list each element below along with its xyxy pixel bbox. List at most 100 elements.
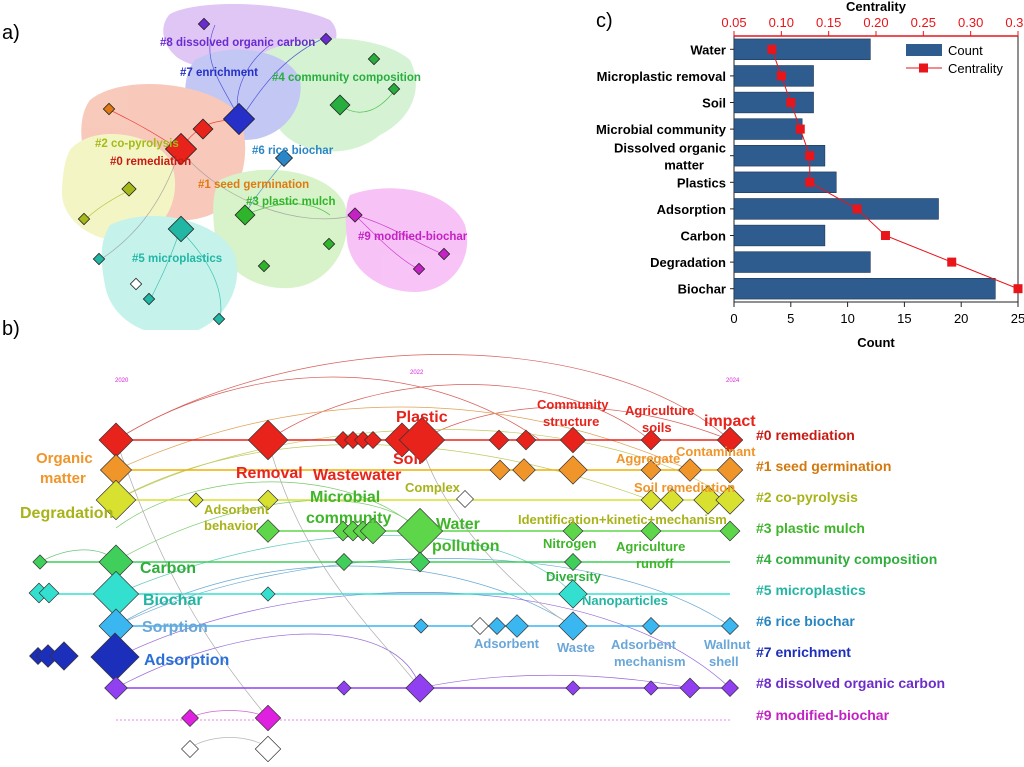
keyword-soil: Soil bbox=[393, 451, 422, 468]
x-tick-label: 25 bbox=[1011, 311, 1024, 326]
network-node bbox=[412, 262, 426, 276]
node-r0 bbox=[344, 431, 362, 449]
network-node bbox=[167, 215, 195, 243]
x2-tick-label: 0.20 bbox=[863, 15, 888, 30]
x2-tick-label: 0.15 bbox=[816, 15, 841, 30]
network-node bbox=[437, 247, 451, 261]
row-label-1: #1 seed germination bbox=[756, 458, 891, 474]
bar-microbial-community bbox=[733, 118, 803, 140]
node-r8 bbox=[721, 679, 739, 697]
edge bbox=[244, 203, 331, 216]
arc bbox=[267, 384, 651, 441]
keyword-community: Community bbox=[537, 397, 609, 412]
cluster-blob-3 bbox=[213, 169, 348, 289]
cluster-blob-0 bbox=[81, 83, 246, 221]
node-r0 bbox=[334, 431, 352, 449]
node-impact bbox=[716, 426, 744, 454]
centrality-line bbox=[771, 49, 1019, 290]
node-dissolved-organic-carbon bbox=[104, 676, 128, 700]
keyword-aggregate: Aggregate bbox=[616, 451, 680, 466]
x-tick-label: 15 bbox=[897, 311, 911, 326]
category-label: matter bbox=[664, 158, 704, 173]
node-biochar bbox=[92, 570, 140, 618]
edge bbox=[209, 24, 241, 121]
centrality-point-3 bbox=[795, 124, 805, 134]
network-node bbox=[322, 237, 336, 251]
node-r1 bbox=[640, 459, 662, 481]
node-complex bbox=[456, 490, 474, 508]
cluster-label-8: #8 dissolved organic carbon bbox=[160, 37, 315, 49]
centrality-point-2 bbox=[786, 98, 796, 107]
keyword-community: community bbox=[306, 510, 391, 527]
cluster-label-2: #2 co-pyrolysis bbox=[95, 138, 179, 150]
keyword-mechanism: mechanism bbox=[614, 654, 686, 669]
bar-biochar bbox=[733, 278, 996, 300]
cluster-label-6: #6 rice biochar bbox=[252, 145, 334, 157]
node-r3 bbox=[256, 519, 280, 543]
keyword-plastic: Plastic bbox=[396, 409, 448, 426]
row-label-7: #7 enrichment bbox=[756, 644, 851, 660]
timeline-panel: b) 2020 2022 2024 bbox=[0, 316, 1024, 763]
year-label-2020: 2020 bbox=[115, 378, 129, 384]
x-tick-label: 5 bbox=[787, 311, 794, 326]
keyword-water: Water bbox=[436, 516, 480, 533]
arc bbox=[115, 439, 269, 719]
cluster-label-7: #7 enrichment bbox=[180, 67, 258, 79]
arc bbox=[189, 737, 269, 749]
network-node bbox=[387, 82, 401, 96]
node-r4 bbox=[409, 551, 431, 573]
cluster-label-1: #1 seed germination bbox=[198, 179, 309, 191]
year-label-2022: 2022 bbox=[410, 370, 424, 376]
network-node bbox=[192, 118, 214, 140]
row-label-9: #9 modified-biochar bbox=[756, 707, 890, 723]
category-label: Dissolved organic bbox=[614, 141, 726, 156]
centrality-point-1 bbox=[776, 71, 786, 81]
node-degradation bbox=[95, 479, 137, 521]
category-label: Soil bbox=[702, 96, 726, 111]
keyword-microbial: Microbial bbox=[310, 489, 380, 506]
edge bbox=[354, 214, 421, 271]
node-diversity bbox=[564, 553, 582, 571]
x2-axis-title: Centrality bbox=[846, 0, 907, 14]
keyword-organic: Organic bbox=[36, 450, 93, 467]
network-node bbox=[319, 32, 333, 46]
keyword-sorption: Sorption bbox=[142, 619, 208, 636]
arc bbox=[115, 429, 731, 501]
x2-tick-label: 0.35 bbox=[1005, 15, 1024, 30]
keyword-soils: soils bbox=[642, 420, 672, 435]
cluster-blob-4 bbox=[251, 38, 416, 152]
keyword-identification: Identification+kinetic+mechanism bbox=[518, 512, 727, 527]
node-r8 bbox=[336, 680, 352, 696]
keyword-shell: shell bbox=[709, 654, 739, 669]
keyword-soil-remediation: Soil remediation bbox=[634, 480, 735, 495]
node-nitrogen bbox=[562, 520, 584, 542]
cluster-blob-2 bbox=[61, 133, 176, 241]
cluster-label-9: #9 modified-biochar bbox=[358, 231, 468, 243]
centrality-point-6 bbox=[852, 204, 862, 214]
legend-marker-centrality bbox=[919, 63, 928, 73]
node-r7 bbox=[49, 641, 79, 671]
legend-label-centrality: Centrality bbox=[948, 61, 1003, 76]
network-node bbox=[121, 181, 137, 197]
node-r8 bbox=[405, 673, 435, 703]
cluster-label-0: #0 remediation bbox=[110, 156, 191, 168]
category-label: Carbon bbox=[681, 229, 727, 244]
node-agriculture-soils bbox=[640, 429, 662, 451]
arc bbox=[115, 481, 421, 532]
cluster-network-panel: a) bbox=[0, 0, 480, 336]
centrality-point-9 bbox=[1013, 284, 1023, 294]
edge bbox=[179, 149, 356, 220]
cluster-blob-7 bbox=[185, 49, 301, 140]
node-remediation bbox=[98, 422, 134, 458]
arc bbox=[115, 535, 574, 595]
x-tick-label: 10 bbox=[840, 311, 854, 326]
network-node bbox=[197, 17, 211, 31]
keyword-adsorbent-2: Adsorbent bbox=[474, 636, 540, 651]
node-r5 bbox=[38, 582, 60, 604]
arc bbox=[115, 633, 421, 689]
panel-label-b: b) bbox=[2, 318, 20, 340]
bar-carbon bbox=[733, 224, 826, 247]
node-plastic bbox=[398, 416, 446, 464]
network-node bbox=[129, 277, 143, 291]
